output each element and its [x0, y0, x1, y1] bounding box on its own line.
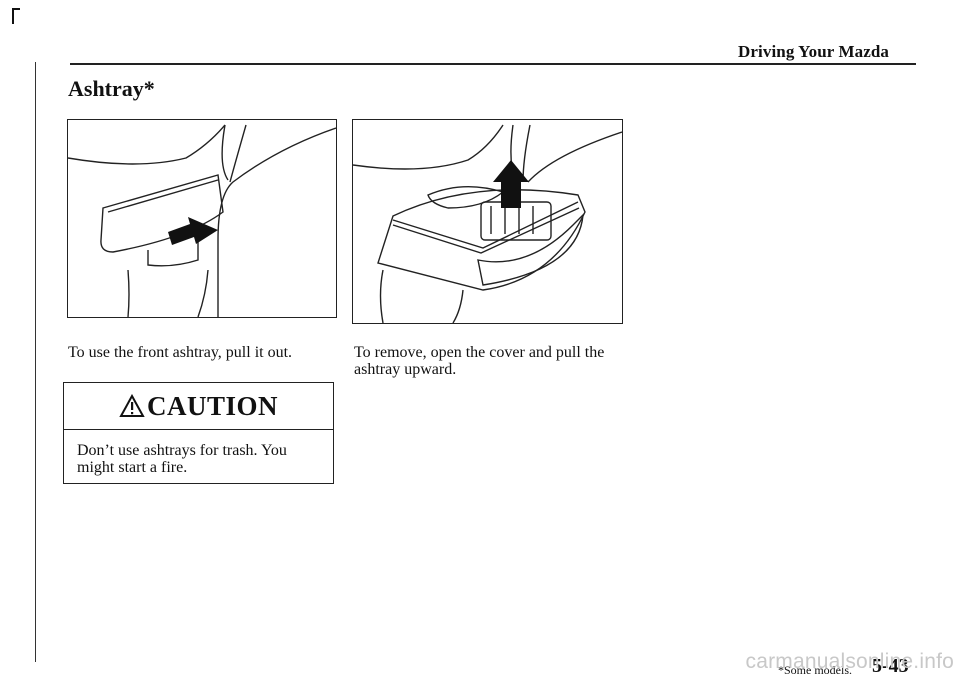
pull-arrow-icon [168, 217, 218, 245]
caution-text-line-2: might start a fire. [77, 459, 188, 476]
left-margin-line [35, 62, 36, 662]
figure-ashtray-remove [352, 119, 623, 324]
footnote: *Some models. [778, 663, 852, 677]
figure-1-caption: To use the front ashtray, pull it out. [68, 344, 293, 361]
crop-mark-horizontal [12, 8, 20, 10]
crop-mark-vertical [12, 8, 14, 24]
figure-2-caption: To remove, open the cover and pull the a… [354, 344, 604, 378]
caution-title: CAUTION [146, 390, 278, 421]
caution-header: CAUTION [64, 383, 333, 430]
figure-ashtray-pull-out [67, 119, 337, 318]
caution-box: CAUTION Don’t use ashtrays for trash. Yo… [63, 382, 334, 484]
ashtray-remove-illustration [353, 124, 622, 323]
section-header: Driving Your Mazda [738, 42, 890, 61]
page-heading: Ashtray* [68, 76, 155, 101]
watermark: carmanualsonline.info [745, 650, 954, 673]
header-rule [70, 63, 916, 65]
caution-text: Don’t use ashtrays for trash. You might … [64, 430, 333, 476]
caution-text-line-1: Don’t use ashtrays for trash. You [77, 442, 287, 459]
lift-arrow-icon [493, 160, 529, 208]
figure-2-caption-line-2: ashtray upward. [354, 361, 457, 378]
page-number: 5-43 [872, 655, 909, 677]
figure-2-caption-line-1: To remove, open the cover and pull the [354, 344, 605, 361]
warning-triangle-icon [119, 394, 145, 417]
ashtray-pull-illustration [68, 124, 336, 317]
